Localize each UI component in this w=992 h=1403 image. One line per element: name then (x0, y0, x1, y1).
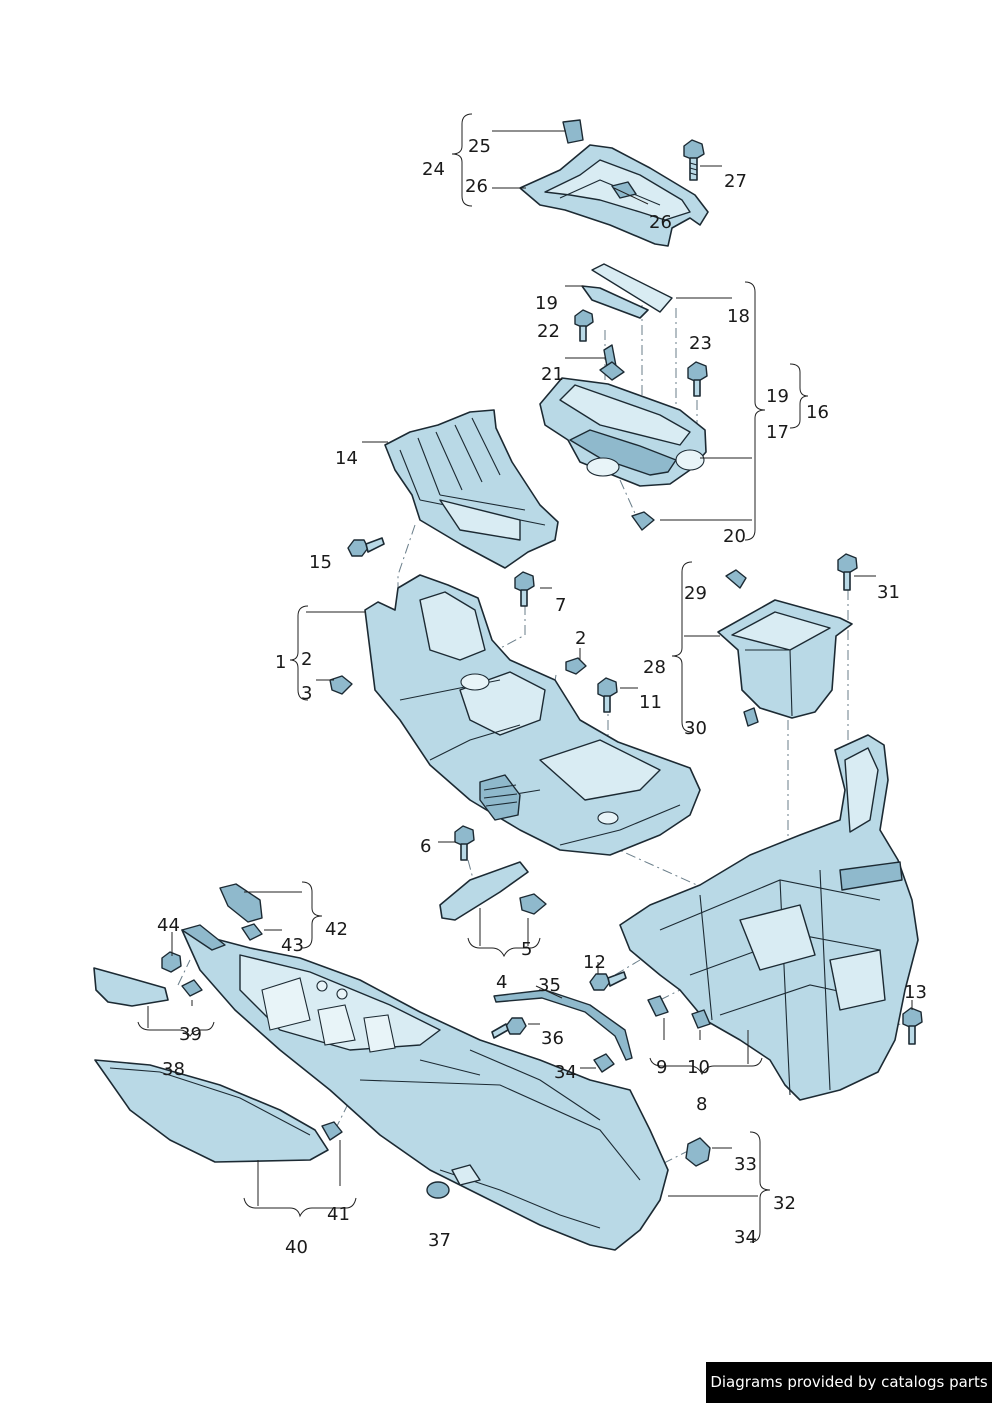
callout-8: 8 (696, 1094, 707, 1115)
bolt-7 (514, 571, 535, 607)
callout-38: 38 (162, 1059, 185, 1080)
callout-10: 10 (687, 1057, 710, 1078)
callout-4: 4 (496, 972, 507, 993)
callout-43: 43 (281, 935, 304, 956)
tray-parts-16-23 (539, 263, 707, 531)
callout-44: 44 (157, 915, 180, 936)
trim-strip-part-4 (493, 989, 633, 1061)
bracket-part-42 (219, 883, 263, 941)
trim-piece-part-39 (93, 967, 203, 1007)
callout-42: 42 (325, 919, 348, 940)
bolt-6 (454, 825, 475, 861)
clip-41 (321, 1121, 343, 1141)
bolt-13 (902, 1007, 923, 1045)
callout-15: 15 (309, 552, 332, 573)
trim-frame-part-24 (519, 119, 709, 247)
credit-banner: Diagrams provided by catalogs parts (706, 1362, 992, 1403)
clip-33 (685, 1137, 711, 1167)
callout-19b: 19 (766, 386, 789, 407)
bolt-11 (597, 677, 618, 713)
callout-21: 21 (541, 364, 564, 385)
bolt-12 (589, 971, 627, 991)
bolt-31 (837, 553, 858, 591)
bolt-27 (683, 139, 705, 181)
callout-7: 7 (555, 595, 566, 616)
callout-20: 20 (723, 526, 746, 547)
callout-26b: 26 (649, 212, 672, 233)
callout-12: 12 (583, 952, 606, 973)
callout-5: 5 (521, 939, 532, 960)
callout-34b: 34 (734, 1227, 757, 1248)
callout-37: 37 (428, 1230, 451, 1251)
bolt-36 (491, 1017, 527, 1039)
console-body-part-1 (329, 574, 701, 856)
callout-23: 23 (689, 333, 712, 354)
callout-9: 9 (656, 1057, 667, 1078)
bracket-part-5 (439, 861, 547, 921)
callout-labels: 1 2 3 2 4 5 6 7 8 9 10 11 12 13 14 15 16… (157, 136, 927, 1258)
callout-36: 36 (541, 1028, 564, 1049)
callout-3: 3 (301, 683, 312, 704)
callout-39: 39 (179, 1024, 202, 1045)
callout-41: 41 (327, 1204, 350, 1225)
callout-26: 26 (465, 176, 488, 197)
bolt-15 (347, 537, 385, 557)
callout-32: 32 (773, 1193, 796, 1214)
storage-box-part-28 (717, 569, 853, 727)
bolt-22 (574, 309, 594, 342)
callout-1: 1 (275, 652, 286, 673)
callout-27: 27 (724, 171, 747, 192)
bolt-23 (687, 361, 708, 397)
callout-16: 16 (806, 402, 829, 423)
callout-14: 14 (335, 448, 358, 469)
clip-34 (593, 1053, 615, 1073)
callout-28: 28 (643, 657, 666, 678)
callout-31: 31 (877, 582, 900, 603)
callout-35: 35 (538, 975, 561, 996)
callout-22: 22 (537, 321, 560, 342)
callout-30: 30 (684, 718, 707, 739)
callout-2: 2 (301, 649, 312, 670)
callout-11: 11 (639, 692, 662, 713)
bolt-44 (161, 951, 182, 973)
callout-34: 34 (554, 1062, 577, 1083)
callout-18: 18 (727, 306, 750, 327)
callout-6: 6 (420, 836, 431, 857)
side-trim-panel-part-32 (181, 924, 669, 1251)
callout-13: 13 (904, 982, 927, 1003)
callout-19: 19 (535, 293, 558, 314)
leader-lines (137, 113, 913, 1243)
callout-29: 29 (684, 583, 707, 604)
callout-24: 24 (422, 159, 445, 180)
callout-33: 33 (734, 1154, 757, 1175)
support-frame-part-8 (619, 734, 919, 1101)
callout-25: 25 (468, 136, 491, 157)
bracket-part-14 (384, 409, 559, 569)
callout-40: 40 (285, 1237, 308, 1258)
callout-17: 17 (766, 422, 789, 443)
cap-37 (426, 1181, 450, 1199)
callout-2b: 2 (575, 628, 586, 649)
lower-trim-part-38 (94, 1059, 329, 1163)
